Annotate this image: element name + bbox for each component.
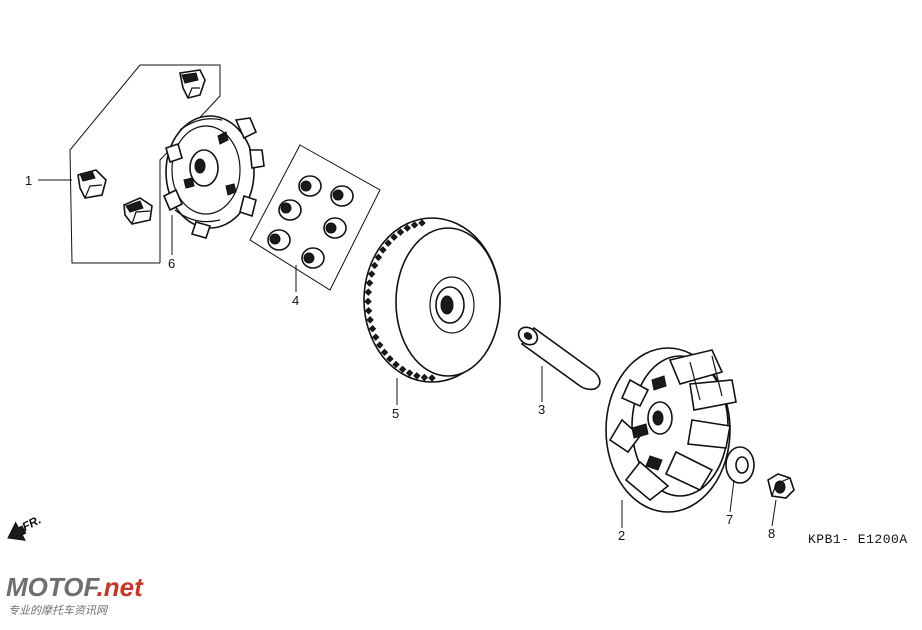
watermark-brand: MOTOF [6, 572, 101, 602]
pulley-teeth [364, 219, 436, 382]
pulley-tooth [428, 374, 436, 382]
pulley-tooth [364, 297, 372, 306]
washer [725, 446, 755, 484]
pulley-tooth [392, 360, 400, 369]
pulley-tooth [420, 373, 429, 382]
callout-8: 8 [768, 526, 775, 541]
roller-set-outline [249, 144, 381, 291]
collar-sleeve [517, 326, 601, 391]
pulley-tooth [418, 219, 426, 227]
drive-pulley [363, 217, 501, 383]
callout-4: 4 [292, 293, 299, 308]
roller-3 [278, 199, 302, 221]
ramp-plate [162, 115, 265, 239]
pulley-tooth [390, 233, 398, 241]
pulley-tooth [413, 372, 421, 380]
pulley-tooth [364, 288, 373, 296]
callout-7: 7 [726, 512, 733, 527]
diagram-code: KPB1- E1200A [808, 532, 908, 547]
pulley-tooth [386, 355, 394, 363]
roller-6 [301, 247, 325, 269]
pulley-tooth [370, 261, 379, 270]
pulley-tooth [379, 246, 387, 254]
pulley-tooth [372, 333, 380, 341]
pulley-tooth [398, 365, 407, 373]
watermark-tagline: 专业的摩托车资讯网 [8, 604, 109, 617]
pulley-tooth [403, 224, 412, 232]
callout-1: 1 [25, 173, 32, 188]
roller-1 [298, 175, 322, 197]
pulley-tooth [365, 279, 374, 287]
callout-6: 6 [168, 256, 175, 271]
roller-5 [267, 229, 291, 251]
svg-text:MOTOF.net: MOTOF.net [6, 572, 144, 602]
pulley-tooth [376, 341, 384, 349]
pulley-tooth [366, 316, 374, 324]
callout-3: 3 [538, 402, 545, 417]
slider-piece-lower [123, 197, 153, 225]
pulley-tooth [364, 307, 373, 315]
roller-set [267, 175, 354, 269]
callout-2: 2 [618, 528, 625, 543]
leader-8 [771, 499, 777, 527]
pulley-tooth [384, 239, 392, 247]
front-direction-marker: FR. [7, 513, 43, 541]
roller-4 [323, 217, 347, 239]
pulley-tooth [374, 253, 383, 262]
pulley-tooth [396, 228, 405, 236]
pulley-tooth [410, 221, 419, 229]
pulley-tooth [380, 348, 389, 357]
slider-piece-top [179, 69, 206, 99]
leader-7 [729, 479, 735, 513]
pulley-tooth [405, 369, 414, 377]
fan-face [605, 347, 737, 513]
slider-piece-middle [77, 169, 107, 199]
callout-5: 5 [392, 406, 399, 421]
roller-2 [330, 185, 354, 207]
nut [767, 473, 795, 499]
pulley-tooth [367, 270, 376, 278]
pulley-tooth [368, 325, 377, 333]
watermark-brand-suffix: .net [97, 572, 145, 602]
watermark-logo: MOTOF.net 专业的摩托车资讯网 [6, 572, 144, 617]
